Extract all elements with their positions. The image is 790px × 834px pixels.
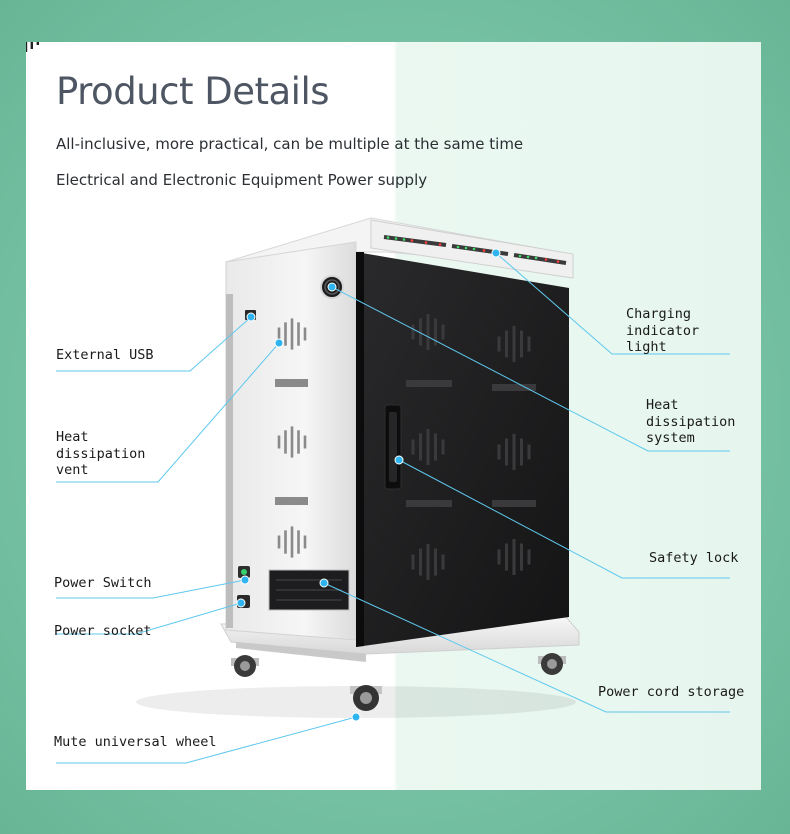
leader-power-socket <box>56 602 242 635</box>
dot-heat-vent <box>274 338 284 348</box>
door-slot-rows <box>406 380 536 507</box>
leader-power-cord <box>323 582 730 713</box>
door-hinge-edge <box>356 252 364 647</box>
wheels <box>231 653 566 711</box>
label-heat-dissipation-system: Heat dissipation system <box>646 397 736 446</box>
leader-heat-system <box>331 286 730 452</box>
dot-power-socket <box>236 598 246 608</box>
label-charging-indicator-light: Charging indicator light <box>626 306 700 355</box>
leader-charging-light <box>495 252 730 355</box>
side-vents <box>275 318 308 558</box>
label-mute-universal-wheel: Mute universal wheel <box>54 734 217 750</box>
subtitle-features: All-inclusive, more practical, can be mu… <box>56 135 524 153</box>
label-heat-dissipation-vent: Heat dissipation vent <box>56 429 146 478</box>
leader-external-usb <box>56 316 252 372</box>
leader-mute-wheel <box>56 716 357 764</box>
dot-power-switch <box>240 575 250 585</box>
base-edge <box>236 642 366 662</box>
label-safety-lock: Safety lock <box>649 550 739 566</box>
charging-cabinet-image <box>26 42 580 718</box>
label-external-usb: External USB <box>56 347 154 363</box>
dot-heat-system <box>327 282 337 292</box>
leader-heat-vent <box>56 342 280 483</box>
label-power-socket: Power socket <box>54 623 152 639</box>
product-detail-card: Product Details All-inclusive, more prac… <box>26 42 761 790</box>
side-panel-edge <box>226 294 233 628</box>
door-vents <box>411 314 531 580</box>
callout-leaders <box>56 248 730 764</box>
leader-safety-lock <box>398 459 730 579</box>
label-power-switch: Power Switch <box>54 575 152 591</box>
dot-mute-wheel <box>351 712 361 722</box>
door-handle-grip <box>389 412 397 482</box>
dot-safety-lock <box>394 455 404 465</box>
door-vent-holes <box>26 42 39 52</box>
subtitle-category: Electrical and Electronic Equipment Powe… <box>56 171 428 189</box>
leader-power-switch <box>56 579 246 599</box>
label-power-cord-storage: Power cord storage <box>598 684 745 700</box>
dot-external-usb <box>246 312 256 322</box>
dot-charging-light <box>491 248 501 258</box>
dot-power-cord <box>319 578 329 588</box>
cabinet-door <box>356 252 569 647</box>
page-title: Product Details <box>56 70 330 113</box>
cord-slot-lines <box>276 579 342 601</box>
